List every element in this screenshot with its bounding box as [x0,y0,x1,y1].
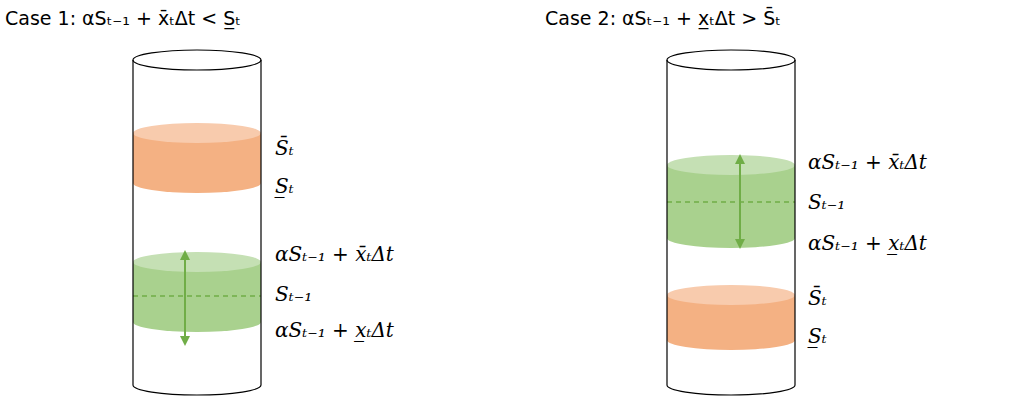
previous-level-line [133,295,261,297]
cylinder-bottom [133,385,261,395]
range-arrow [739,156,741,247]
cylinder-bottom [667,385,795,395]
range-arrow [184,252,186,344]
level-label: αSₜ₋₁ + x̲ₜΔt [808,231,927,255]
level-label: αSₜ₋₁ + x̲ₜΔt [275,318,394,342]
previous-level-line [667,201,795,203]
band-top [667,285,795,305]
cylinder-wall [132,60,133,385]
storage-range-band [667,165,795,248]
case-heading: Case 2: αSₜ₋₁ + x̲ₜΔt > S̄ₜ [545,7,781,30]
upper-bound-label: S̄ₜ [808,286,827,310]
previous-level-label: Sₜ₋₁ [808,190,845,214]
tank-cylinder [667,50,795,395]
level-label: αSₜ₋₁ + x̄ₜΔt [275,242,394,266]
level-label: αSₜ₋₁ + x̄ₜΔt [808,150,927,174]
storage-range-band [133,262,261,332]
band-top [133,123,261,143]
previous-level-label: Sₜ₋₁ [275,282,312,306]
lower-bound-label: S̲ₜ [275,174,294,198]
cylinder-top [667,50,795,70]
cylinder-top [133,50,261,70]
band-top [133,252,261,272]
case-heading: Case 1: αSₜ₋₁ + x̄ₜΔt < S̲ₜ [5,7,241,30]
cylinder-wall [794,60,795,385]
lower-bound-label: S̲ₜ [808,324,827,348]
tank-cylinder [133,50,261,395]
cylinder-wall [260,60,261,385]
cylinder-wall [666,60,667,385]
band-top [667,155,795,175]
upper-bound-label: S̄ₜ [275,136,294,160]
